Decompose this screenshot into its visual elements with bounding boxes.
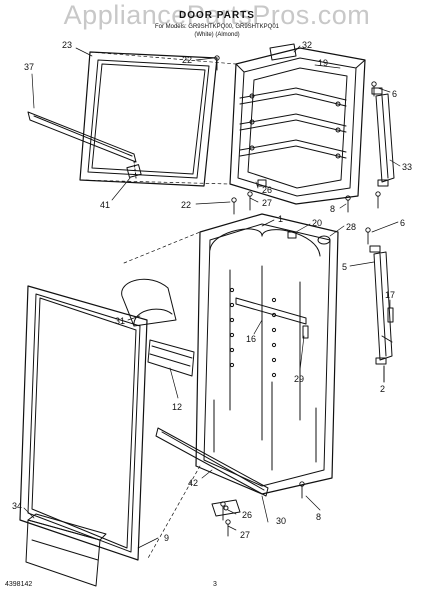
small-hardware xyxy=(257,179,394,343)
callout-31: 31 xyxy=(115,316,125,326)
callout-8-upper: 8 xyxy=(330,204,335,214)
callout-22-upper: 22 xyxy=(182,55,192,65)
callout-2: 2 xyxy=(380,384,385,394)
callout-16: 16 xyxy=(246,334,256,344)
freezer-door-gasket xyxy=(79,51,218,187)
callout-33: 33 xyxy=(402,162,412,172)
assembly-guide-lines xyxy=(79,51,237,561)
callout-6-lower: 6 xyxy=(400,218,405,228)
callout-leaders xyxy=(23,45,401,549)
part-callouts: 23 22 32 37 19 6 26 27 41 22 8 33 1 20 2… xyxy=(12,40,412,543)
screw-set xyxy=(214,55,381,537)
callout-42: 42 xyxy=(188,478,198,488)
callout-12: 12 xyxy=(172,402,182,412)
callout-22-lower: 22 xyxy=(181,200,191,210)
dairy-compartment-cover xyxy=(121,278,177,327)
callout-26-lower: 26 xyxy=(242,510,252,520)
callout-37: 37 xyxy=(24,62,34,72)
page-number: 3 xyxy=(213,581,217,588)
callout-41: 41 xyxy=(100,200,110,210)
callout-28: 28 xyxy=(346,222,356,232)
fresh-food-door xyxy=(195,213,339,495)
callout-27-upper: 27 xyxy=(262,198,272,208)
color-list: (White) (Almond) xyxy=(194,32,240,38)
callout-34: 34 xyxy=(12,501,22,511)
door-bin xyxy=(25,513,107,587)
lower-hinge xyxy=(211,499,241,517)
callout-32: 32 xyxy=(302,40,312,50)
shelf-front-trim xyxy=(147,339,195,377)
callout-26-upper: 26 xyxy=(262,185,272,195)
diagram-title: DOOR PARTS xyxy=(179,10,255,21)
freezer-door xyxy=(229,43,366,205)
document-number: 4398142 xyxy=(5,581,33,588)
fresh-food-gasket xyxy=(19,285,148,561)
trim-clip xyxy=(126,160,142,179)
callout-30: 30 xyxy=(276,516,286,526)
model-list: For Models: GR9SHTKPQ00, GR9SHTKPQ01 xyxy=(154,24,280,30)
callout-20: 20 xyxy=(312,218,322,228)
callout-1: 1 xyxy=(278,214,283,224)
shelf-trim-strip xyxy=(27,111,137,163)
callout-27-lower: 27 xyxy=(240,530,250,540)
bottom-door-trim xyxy=(155,427,269,497)
callout-5: 5 xyxy=(342,262,347,272)
watermark: AppliancePartsPros.com xyxy=(63,0,371,30)
callout-23: 23 xyxy=(62,40,72,50)
callout-9: 9 xyxy=(164,533,169,543)
callout-19: 19 xyxy=(318,58,328,68)
callout-6-upper: 6 xyxy=(392,89,397,99)
callout-29: 29 xyxy=(294,374,304,384)
upper-handle xyxy=(371,87,395,187)
lower-handle xyxy=(369,245,393,383)
callout-8-lower: 8 xyxy=(316,512,321,522)
callout-17: 17 xyxy=(385,290,395,300)
